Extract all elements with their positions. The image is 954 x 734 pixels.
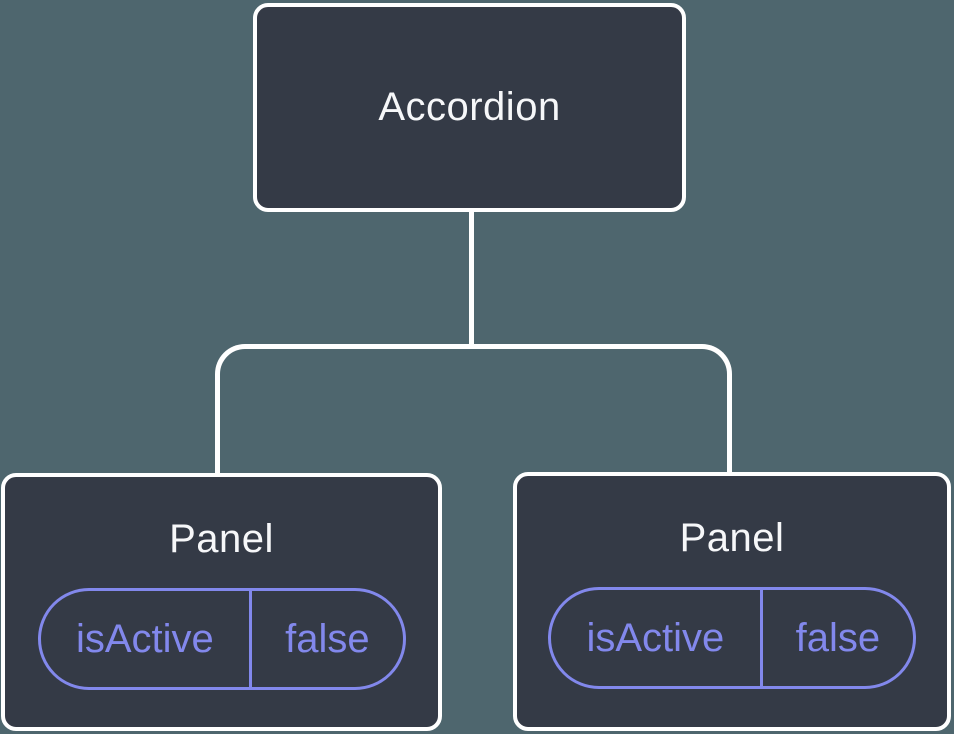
node-panel-left: Panel isActive false (1, 473, 442, 731)
state-pill: isActive false (37, 588, 406, 690)
panel-node-label: Panel (169, 517, 274, 561)
state-value-label: false (795, 615, 881, 660)
state-key-label: isActive (41, 591, 253, 687)
state-value-label: false (285, 616, 370, 661)
accordion-node-label: Accordion (378, 85, 561, 129)
node-panel-right: Panel isActive false (513, 472, 951, 731)
state-key-label: isActive (551, 590, 763, 686)
state-pill: isActive false (548, 587, 916, 689)
node-accordion: Accordion (253, 3, 686, 212)
connector-stem (469, 211, 474, 347)
connector-bracket (215, 344, 732, 474)
panel-node-label: Panel (679, 516, 785, 560)
